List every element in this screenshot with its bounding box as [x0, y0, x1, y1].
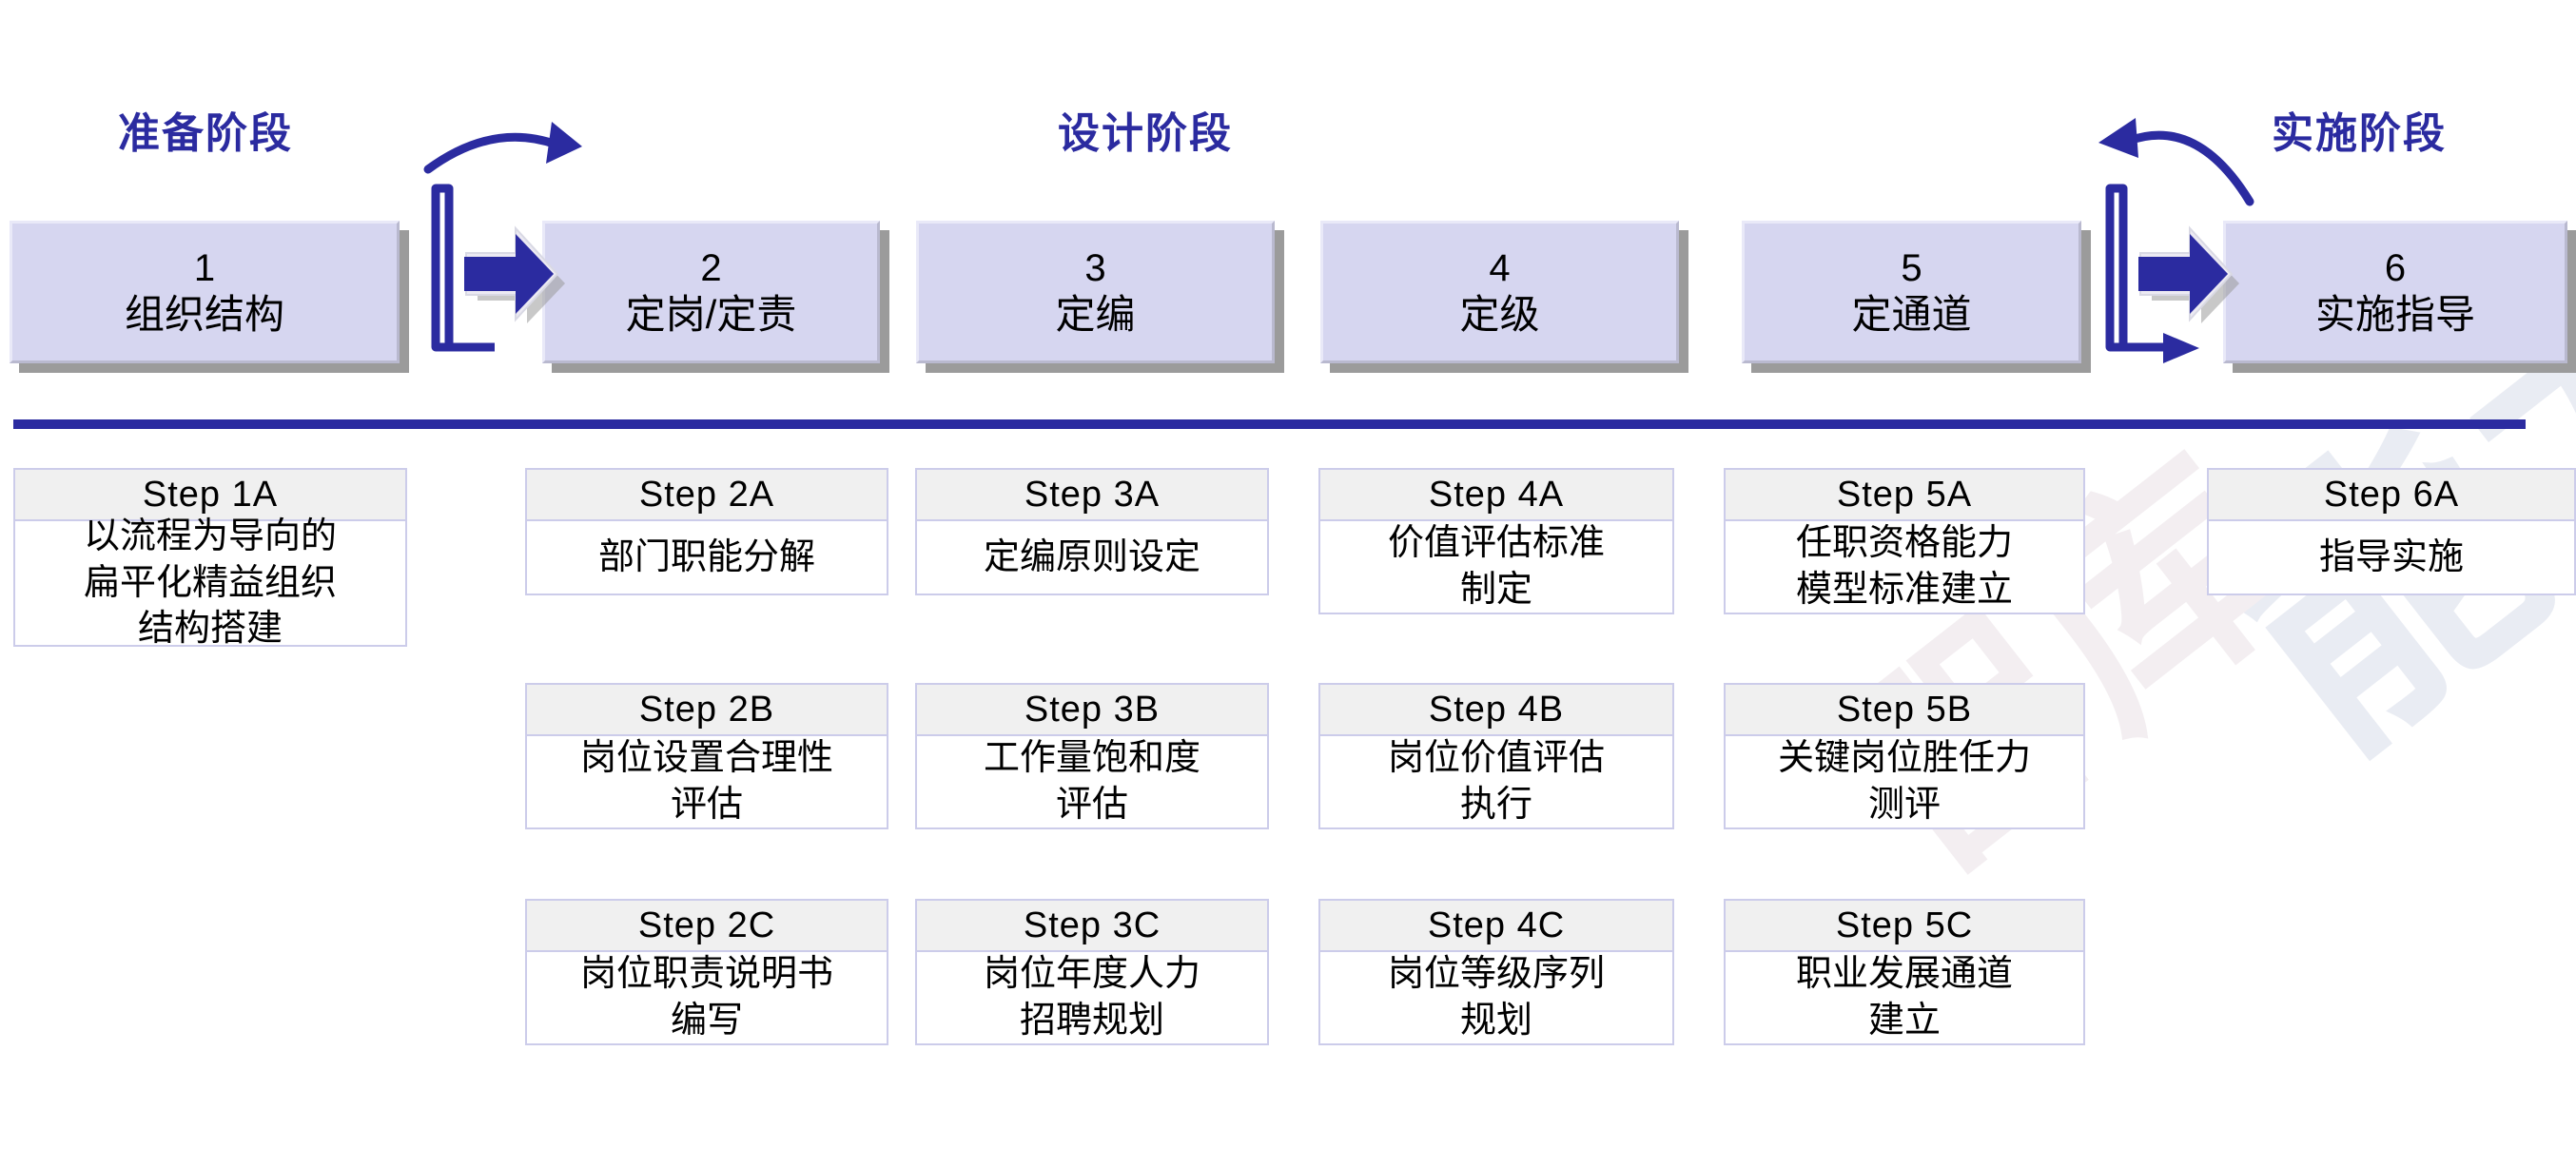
step-body-5b: 关键岗位胜任力 测评 [1724, 736, 2085, 829]
phase-label-preparation: 准备阶段 [118, 110, 293, 157]
step-card-3b[interactable]: Step 3B 工作量饱和度 评估 [915, 683, 1269, 829]
stage-name-1: 组织结构 [124, 291, 284, 337]
watermark-text-2: 智库 [1787, 411, 2338, 924]
stage-name-5: 定通道 [1851, 291, 1972, 337]
step-body-4c: 岗位等级序列 规划 [1318, 952, 1674, 1045]
step-header-5b: Step 5B [1724, 683, 2085, 736]
step-header-5a: Step 5A [1724, 468, 2085, 521]
section-divider [13, 419, 2526, 429]
stage-box-5[interactable]: 5 定通道 [1742, 221, 2081, 363]
bracket-hook-icon [431, 188, 495, 352]
stage-number-1: 1 [193, 246, 216, 289]
stage-name-3: 定编 [1055, 291, 1136, 337]
stage-name-6: 实施指导 [2314, 291, 2475, 337]
stage-name-2: 定岗/定责 [625, 291, 797, 337]
step-body-6a: 指导实施 [2207, 521, 2576, 595]
step-card-1a[interactable]: Step 1A 以流程为导向的 扁平化精益组织 结构搭建 [13, 468, 407, 649]
step-card-4c[interactable]: Step 4C 岗位等级序列 规划 [1318, 899, 1674, 1045]
stage-box-2[interactable]: 2 定岗/定责 [542, 221, 880, 363]
stage-box-4[interactable]: 4 定级 [1320, 221, 1679, 363]
step-body-4b: 岗位价值评估 执行 [1318, 736, 1674, 829]
step-card-4a[interactable]: Step 4A 价值评估标准 制定 [1318, 468, 1674, 614]
stage-box-1[interactable]: 1 组织结构 [10, 221, 400, 363]
step-body-5c: 职业发展通道 建立 [1724, 952, 2085, 1045]
block-arrow-reverse-icon [2138, 234, 2228, 314]
curved-arrow-forward-path [423, 132, 561, 174]
curved-arrow-reverse-path [2124, 130, 2254, 206]
stage-number-6: 6 [2384, 246, 2407, 289]
step-body-2a: 部门职能分解 [525, 521, 888, 595]
phase-label-implementation: 实施阶段 [2272, 110, 2447, 157]
step-header-3c: Step 3C [915, 899, 1269, 952]
step-body-3a: 定编原则设定 [915, 521, 1269, 595]
stage-box-6[interactable]: 6 实施指导 [2223, 221, 2567, 363]
step-header-4a: Step 4A [1318, 468, 1674, 521]
step-header-2b: Step 2B [525, 683, 888, 736]
step-body-1a: 以流程为导向的 扁平化精益组织 结构搭建 [13, 516, 407, 649]
bracket-hook-arrowhead [2163, 333, 2199, 363]
step-header-2a: Step 2A [525, 468, 888, 521]
stage-number-3: 3 [1084, 246, 1106, 289]
stage-number-4: 4 [1489, 246, 1511, 289]
step-card-5c[interactable]: Step 5C 职业发展通道 建立 [1724, 899, 2085, 1045]
step-header-6a: Step 6A [2207, 468, 2576, 521]
curved-arrow-reverse-head [2098, 118, 2138, 158]
step-header-4c: Step 4C [1318, 899, 1674, 952]
step-header-1a: Step 1A [13, 468, 407, 521]
step-card-2a[interactable]: Step 2A 部门职能分解 [525, 468, 888, 595]
step-body-3b: 工作量饱和度 评估 [915, 736, 1269, 829]
step-card-2b[interactable]: Step 2B 岗位设置合理性 评估 [525, 683, 888, 829]
step-header-3b: Step 3B [915, 683, 1269, 736]
step-card-5a[interactable]: Step 5A 任职资格能力 模型标准建立 [1724, 468, 2085, 614]
stage-number-2: 2 [700, 246, 722, 289]
step-body-5a: 任职资格能力 模型标准建立 [1724, 521, 2085, 614]
step-card-5b[interactable]: Step 5B 关键岗位胜任力 测评 [1724, 683, 2085, 829]
step-body-2c: 岗位职责说明书 编写 [525, 952, 888, 1045]
stage-name-4: 定级 [1459, 291, 1540, 337]
bracket-hook-icon [2105, 188, 2167, 352]
step-header-5c: Step 5C [1724, 899, 2085, 952]
step-body-3c: 岗位年度人力 招聘规划 [915, 952, 1269, 1045]
curved-arrow-forward-head [546, 122, 582, 164]
step-card-4b[interactable]: Step 4B 岗位价值评估 执行 [1318, 683, 1674, 829]
step-card-3a[interactable]: Step 3A 定编原则设定 [915, 468, 1269, 595]
step-header-4b: Step 4B [1318, 683, 1674, 736]
block-arrow-forward-icon [464, 234, 554, 314]
stage-number-5: 5 [1901, 246, 1922, 289]
step-body-2b: 岗位设置合理性 评估 [525, 736, 888, 829]
phase-label-design: 设计阶段 [1058, 110, 1233, 157]
step-header-3a: Step 3A [915, 468, 1269, 521]
step-card-6a[interactable]: Step 6A 指导实施 [2207, 468, 2576, 595]
block-arrow-outline [2139, 225, 2234, 322]
step-body-4a: 价值评估标准 制定 [1318, 521, 1674, 614]
step-card-2c[interactable]: Step 2C 岗位职责说明书 编写 [525, 899, 888, 1045]
step-card-3c[interactable]: Step 3C 岗位年度人力 招聘规划 [915, 899, 1269, 1045]
step-header-2c: Step 2C [525, 899, 888, 952]
stage-box-3[interactable]: 3 定编 [916, 221, 1275, 363]
